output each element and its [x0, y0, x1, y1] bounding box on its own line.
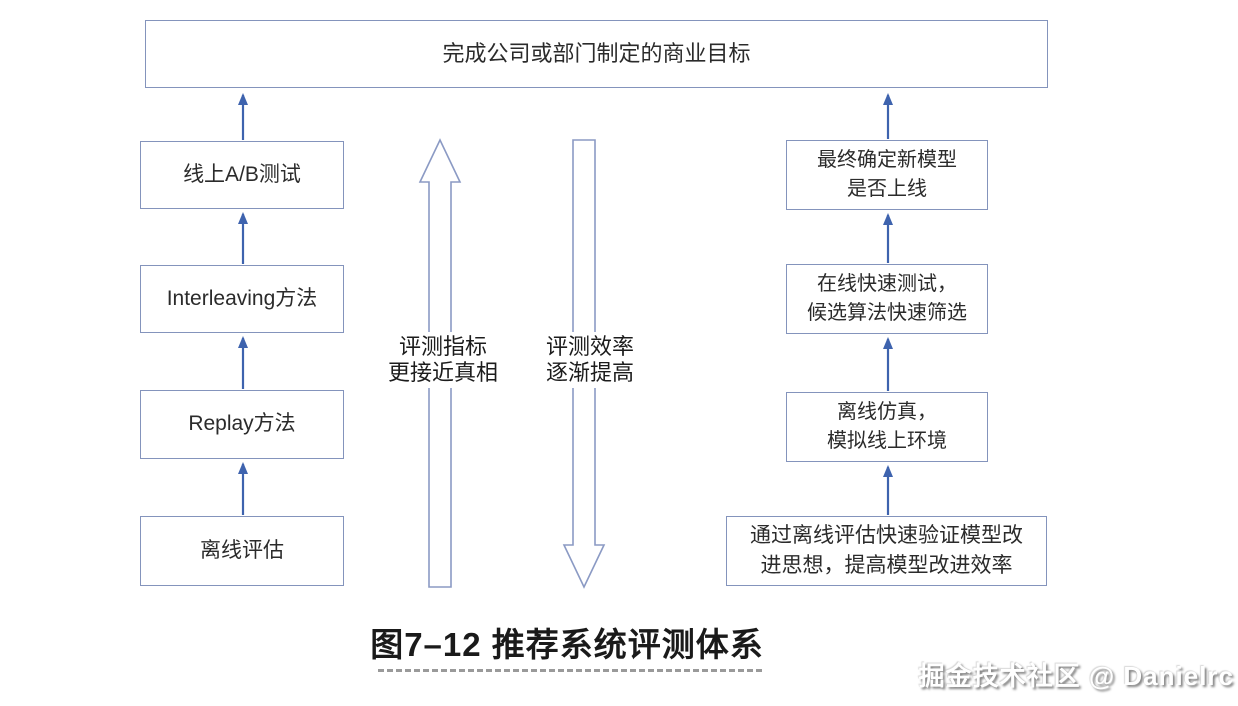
left-box-offline-eval: 离线评估: [140, 516, 344, 586]
down-arrow-label: 评测效率 逐渐提高: [520, 332, 660, 388]
up-arrow-label: 评测指标 更接近真相: [373, 332, 513, 388]
right-box-online-quick-test: 在线快速测试， 候选算法快速筛选: [786, 264, 988, 334]
goal-box-label: 完成公司或部门制定的商业目标: [442, 41, 751, 67]
left-box-label: Replay方法: [188, 412, 296, 436]
right-box-label: 离线仿真， 模拟线上环境: [827, 401, 947, 452]
right-box-label: 通过离线评估快速验证模型改 进思想，提高模型改进效率: [750, 523, 1023, 577]
right-box-label: 在线快速测试， 候选算法快速筛选: [807, 273, 967, 324]
right-box-final-decision: 最终确定新模型 是否上线: [786, 140, 988, 210]
left-box-label: Interleaving方法: [166, 286, 318, 310]
right-box-offline-simulation: 离线仿真， 模拟线上环境: [786, 392, 988, 462]
left-box-replay: Replay方法: [140, 390, 344, 459]
left-box-interleaving: Interleaving方法: [140, 265, 344, 333]
right-box-label: 最终确定新模型 是否上线: [817, 149, 957, 200]
watermark-text: 掘金技术社区 @ Danielrc: [918, 661, 1234, 691]
left-box-label: 线上A/B测试: [183, 162, 301, 186]
goal-box: 完成公司或部门制定的商业目标: [145, 20, 1048, 88]
right-box-offline-eval-purpose: 通过离线评估快速验证模型改 进思想，提高模型改进效率: [726, 516, 1047, 586]
left-box-online-ab-test: 线上A/B测试: [140, 141, 344, 209]
left-box-label: 离线评估: [200, 538, 284, 562]
figure-caption: 图7–12 推荐系统评测体系: [370, 626, 764, 663]
caption-dashed-underline: [378, 669, 762, 672]
